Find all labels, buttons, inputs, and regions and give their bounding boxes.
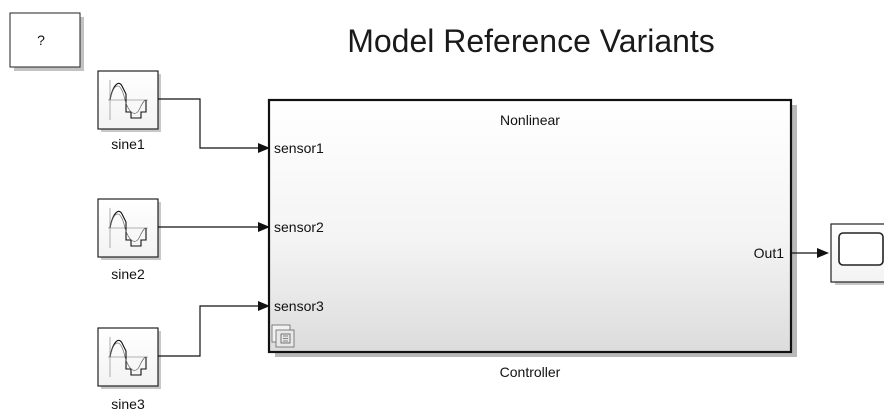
- signal-line-sine3[interactable]: [158, 301, 270, 357]
- scope-block[interactable]: [830, 223, 884, 285]
- sine-wave-icon: [108, 208, 148, 248]
- sine2-label: sine2: [111, 266, 145, 282]
- signal-line-out1[interactable]: [791, 248, 829, 258]
- sine1-label: sine1: [111, 136, 145, 152]
- help-block-label: ?: [37, 32, 45, 48]
- sine1-block[interactable]: [97, 70, 161, 132]
- controller-name-label: Controller: [500, 364, 561, 380]
- arrowhead-icon: [258, 222, 270, 232]
- sine-wave-icon: [108, 80, 148, 120]
- diagram-title: Model Reference Variants: [347, 23, 715, 59]
- arrowhead-icon: [817, 248, 829, 258]
- controller-output-out1: Out1: [754, 245, 785, 261]
- signal-line-sine2[interactable]: [158, 222, 270, 232]
- scope-screen-icon: [838, 232, 884, 266]
- model-reference-icon: [271, 324, 295, 348]
- sine2-block[interactable]: [97, 198, 161, 260]
- arrowhead-icon: [258, 143, 270, 153]
- signal-line-sine1[interactable]: [158, 98, 270, 153]
- sine3-label: sine3: [111, 396, 145, 412]
- help-block[interactable]: ?: [9, 12, 84, 71]
- arrowhead-icon: [258, 301, 270, 311]
- sine3-block[interactable]: [97, 327, 161, 389]
- controller-variant-label: Nonlinear: [500, 112, 560, 128]
- controller-input-sensor3: sensor3: [274, 298, 324, 314]
- controller-block[interactable]: [267, 98, 797, 357]
- controller-input-sensor2: sensor2: [274, 219, 324, 235]
- sine-wave-icon: [108, 337, 148, 377]
- controller-input-sensor1: sensor1: [274, 140, 324, 156]
